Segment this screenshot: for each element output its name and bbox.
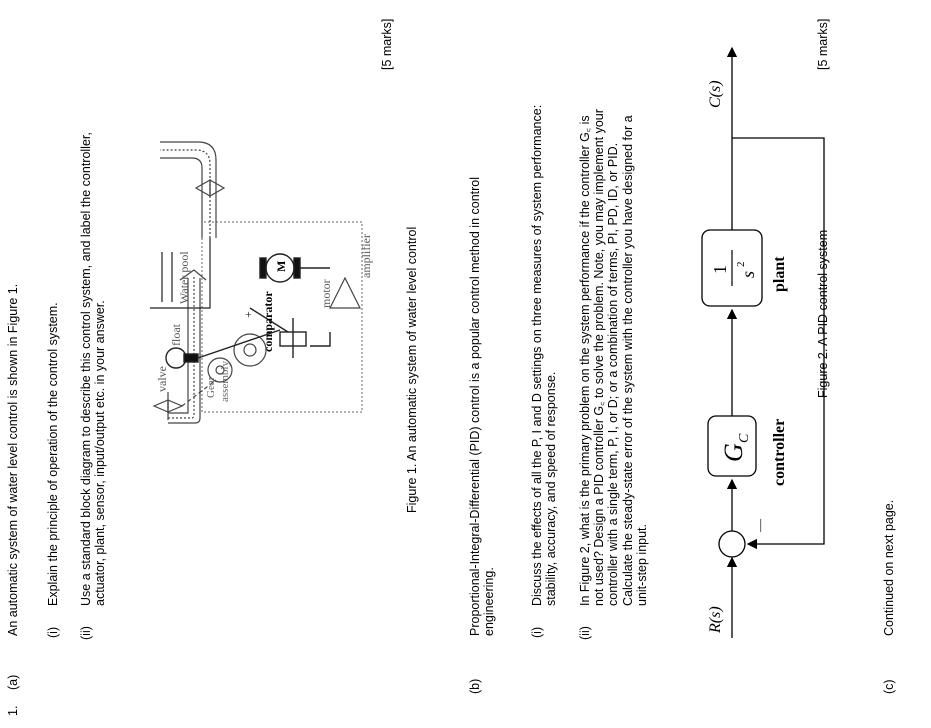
assembly-label: assembly — [219, 361, 231, 402]
plant-label: plant — [771, 256, 788, 292]
valve-right-icon — [194, 178, 226, 198]
part-b-item-ii-label: (ii) — [578, 626, 592, 640]
plant-numerator: 1 — [710, 265, 730, 274]
input-label: R(s) — [707, 606, 724, 634]
comparator-label: comparator — [261, 291, 275, 352]
part-b-item-i-text: Discuss the effects of all the P, I and … — [530, 104, 559, 606]
figure2-pid-block-diagram: R(s) — G C controller 1 s 2 plant C(s) — [701, 46, 825, 638]
part-a-marks: [5 marks] — [380, 18, 394, 70]
part-a-label: (a) — [6, 674, 20, 690]
float-label: float — [169, 323, 183, 346]
figure1-caption: Figure 1. An automatic system of water l… — [405, 226, 419, 513]
controller-subscript: C — [737, 433, 752, 443]
output-label: C(s) — [707, 80, 724, 108]
outlet-pipe — [160, 141, 217, 238]
part-c-text: Continued on next page. — [882, 499, 896, 636]
part-a-text: An automatic system of water level contr… — [6, 283, 20, 636]
water-pool-tank — [150, 238, 211, 309]
gear-assembly-icon — [181, 333, 267, 407]
float-icon — [165, 329, 281, 369]
amplifier-label: amplifier — [359, 234, 373, 278]
motor-icon — [259, 253, 330, 283]
part-a-item-ii-label: (ii) — [79, 626, 93, 640]
plant-exponent: 2 — [735, 262, 747, 268]
valve-left-label: valve — [155, 366, 169, 392]
amplifier-icon — [329, 276, 361, 309]
controller-enclosure — [201, 221, 363, 413]
valve-left-icon — [152, 392, 184, 420]
motor-label: motor — [319, 279, 333, 308]
inlet-pipe — [168, 269, 207, 424]
part-b-item-i-label: (i) — [530, 626, 544, 638]
part-b-item-ii-text: In Figure 2, what is the primary problem… — [578, 109, 649, 606]
controller-symbol: G — [719, 443, 748, 462]
figure2-caption: Figure 2. A PID control system — [816, 229, 830, 398]
part-a-item-i-text: Explain the principle of operation of th… — [46, 302, 60, 606]
part-b-marks: [5 marks] — [816, 18, 830, 70]
part-b-label: (b) — [468, 678, 482, 694]
plant-denominator: s — [738, 271, 758, 278]
gear-label: Gear — [205, 376, 217, 398]
part-a-item-ii-text: Use a standard block diagram to describe… — [79, 132, 108, 606]
summing-junction — [718, 530, 746, 558]
water-pool-label: Water pool — [177, 251, 191, 304]
figure1-water-level-system: valve Gear assembly comparator + — [150, 141, 373, 424]
part-c-label: (c) — [882, 679, 896, 694]
comparator-icon — [249, 307, 331, 358]
question-number: 1. — [6, 705, 20, 716]
minus-sign: — — [752, 518, 767, 533]
motor-symbol: M — [274, 261, 288, 272]
controller-label: controller — [771, 419, 788, 486]
feedback-path — [732, 137, 825, 550]
part-a-item-i-label: (i) — [46, 626, 60, 638]
part-b-text: Proportional-Integral-Differential (PID)… — [468, 176, 497, 636]
plus-sign: + — [241, 311, 255, 318]
